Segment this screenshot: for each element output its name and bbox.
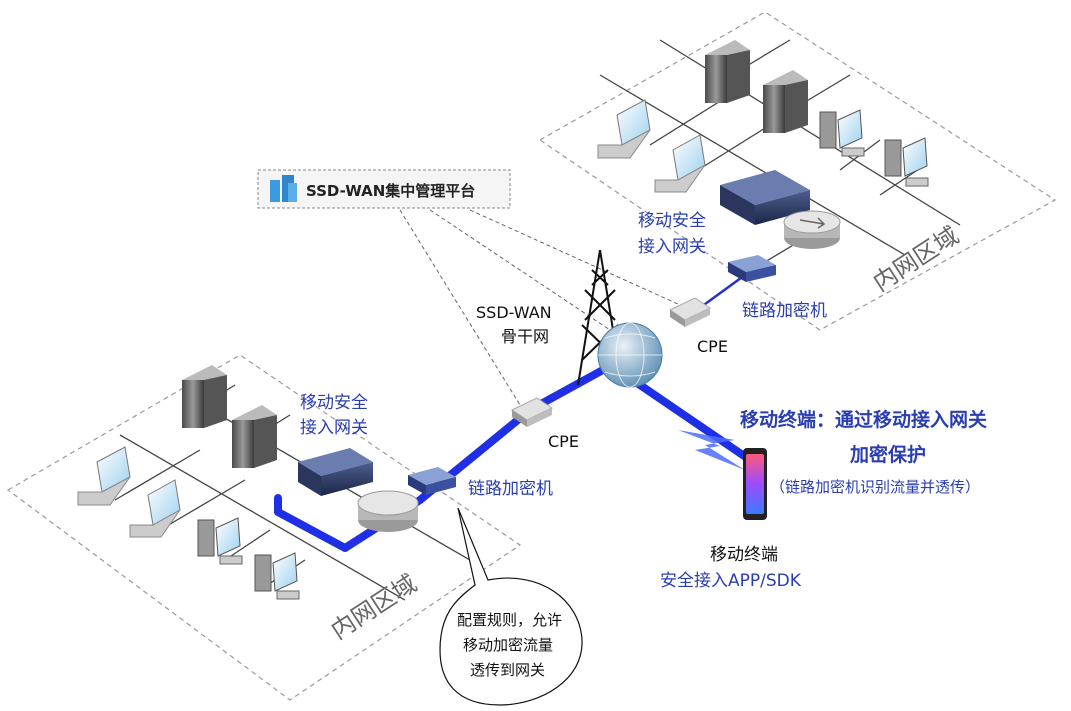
management-links (399, 209, 681, 406)
cpe-device-icon (510, 397, 554, 427)
callout-line2: 移动加密流量 (463, 636, 553, 654)
wireless-link-icon (678, 430, 745, 470)
left-gateway-label-line2: 接入网关 (300, 418, 368, 438)
router-icon (783, 210, 841, 249)
mobile-device-label: 移动终端 (710, 545, 778, 565)
desktop-pc-icon (254, 552, 300, 600)
callout-line3: 透传到网关 (470, 661, 545, 679)
mobile-phone-icon (743, 448, 767, 520)
building-icon (270, 175, 297, 202)
router-icon (357, 490, 419, 532)
left-zone-label: 内网区域 (326, 569, 422, 645)
management-platform-box[interactable]: SSD-WAN集中管理平台 (257, 169, 511, 209)
platform-label: SSD-WAN集中管理平台 (306, 182, 475, 200)
mobile-note: （链路加密机识别流量并透传） (770, 478, 980, 496)
left-encryptor-label: 链路加密机 (468, 479, 553, 499)
right-cpe-label: CPE (697, 337, 728, 356)
backbone-label-line1: SSD-WAN (476, 303, 552, 322)
desktop-pc-icon (884, 137, 929, 187)
server-icon (705, 40, 750, 103)
cpe-device-icon (668, 297, 712, 327)
left-zone-boundary (6, 354, 522, 701)
desktop-pc-icon (819, 109, 865, 157)
laptop-icon (654, 134, 706, 193)
mobile-headline-line1: 移动终端：通过移动接入网关 (740, 408, 987, 431)
mobile-app-label: 安全接入APP/SDK (660, 571, 802, 591)
desktop-pc-icon (197, 517, 243, 565)
callout-line1: 配置规则，允许 (457, 611, 562, 629)
laptop-icon (597, 99, 651, 159)
link-encryptor-icon (408, 467, 456, 495)
left-gateway-label-line1: 移动安全 (300, 393, 368, 413)
server-icon (232, 405, 277, 468)
right-zone-boundary (538, 11, 1057, 331)
callout-bubble (439, 507, 583, 706)
backbone-globe-icon (597, 322, 663, 388)
mobile-security-gateway-icon (298, 448, 373, 496)
right-gateway-label-line1: 移动安全 (638, 211, 706, 231)
mobile-headline-line2: 加密保护 (849, 443, 926, 466)
link-encryptor-icon (728, 255, 776, 282)
right-gateway-label-line2: 接入网关 (638, 237, 706, 257)
mobile-security-gateway-icon (720, 170, 810, 225)
backbone-label-line2: 骨干网 (501, 327, 549, 346)
right-zone-label: 内网区域 (868, 221, 964, 297)
right-encryptor-label: 链路加密机 (742, 301, 827, 321)
server-icon (182, 365, 227, 428)
left-cpe-label: CPE (548, 432, 579, 451)
laptop-icon (129, 479, 181, 538)
laptop-icon (77, 446, 131, 506)
server-icon (763, 70, 808, 133)
